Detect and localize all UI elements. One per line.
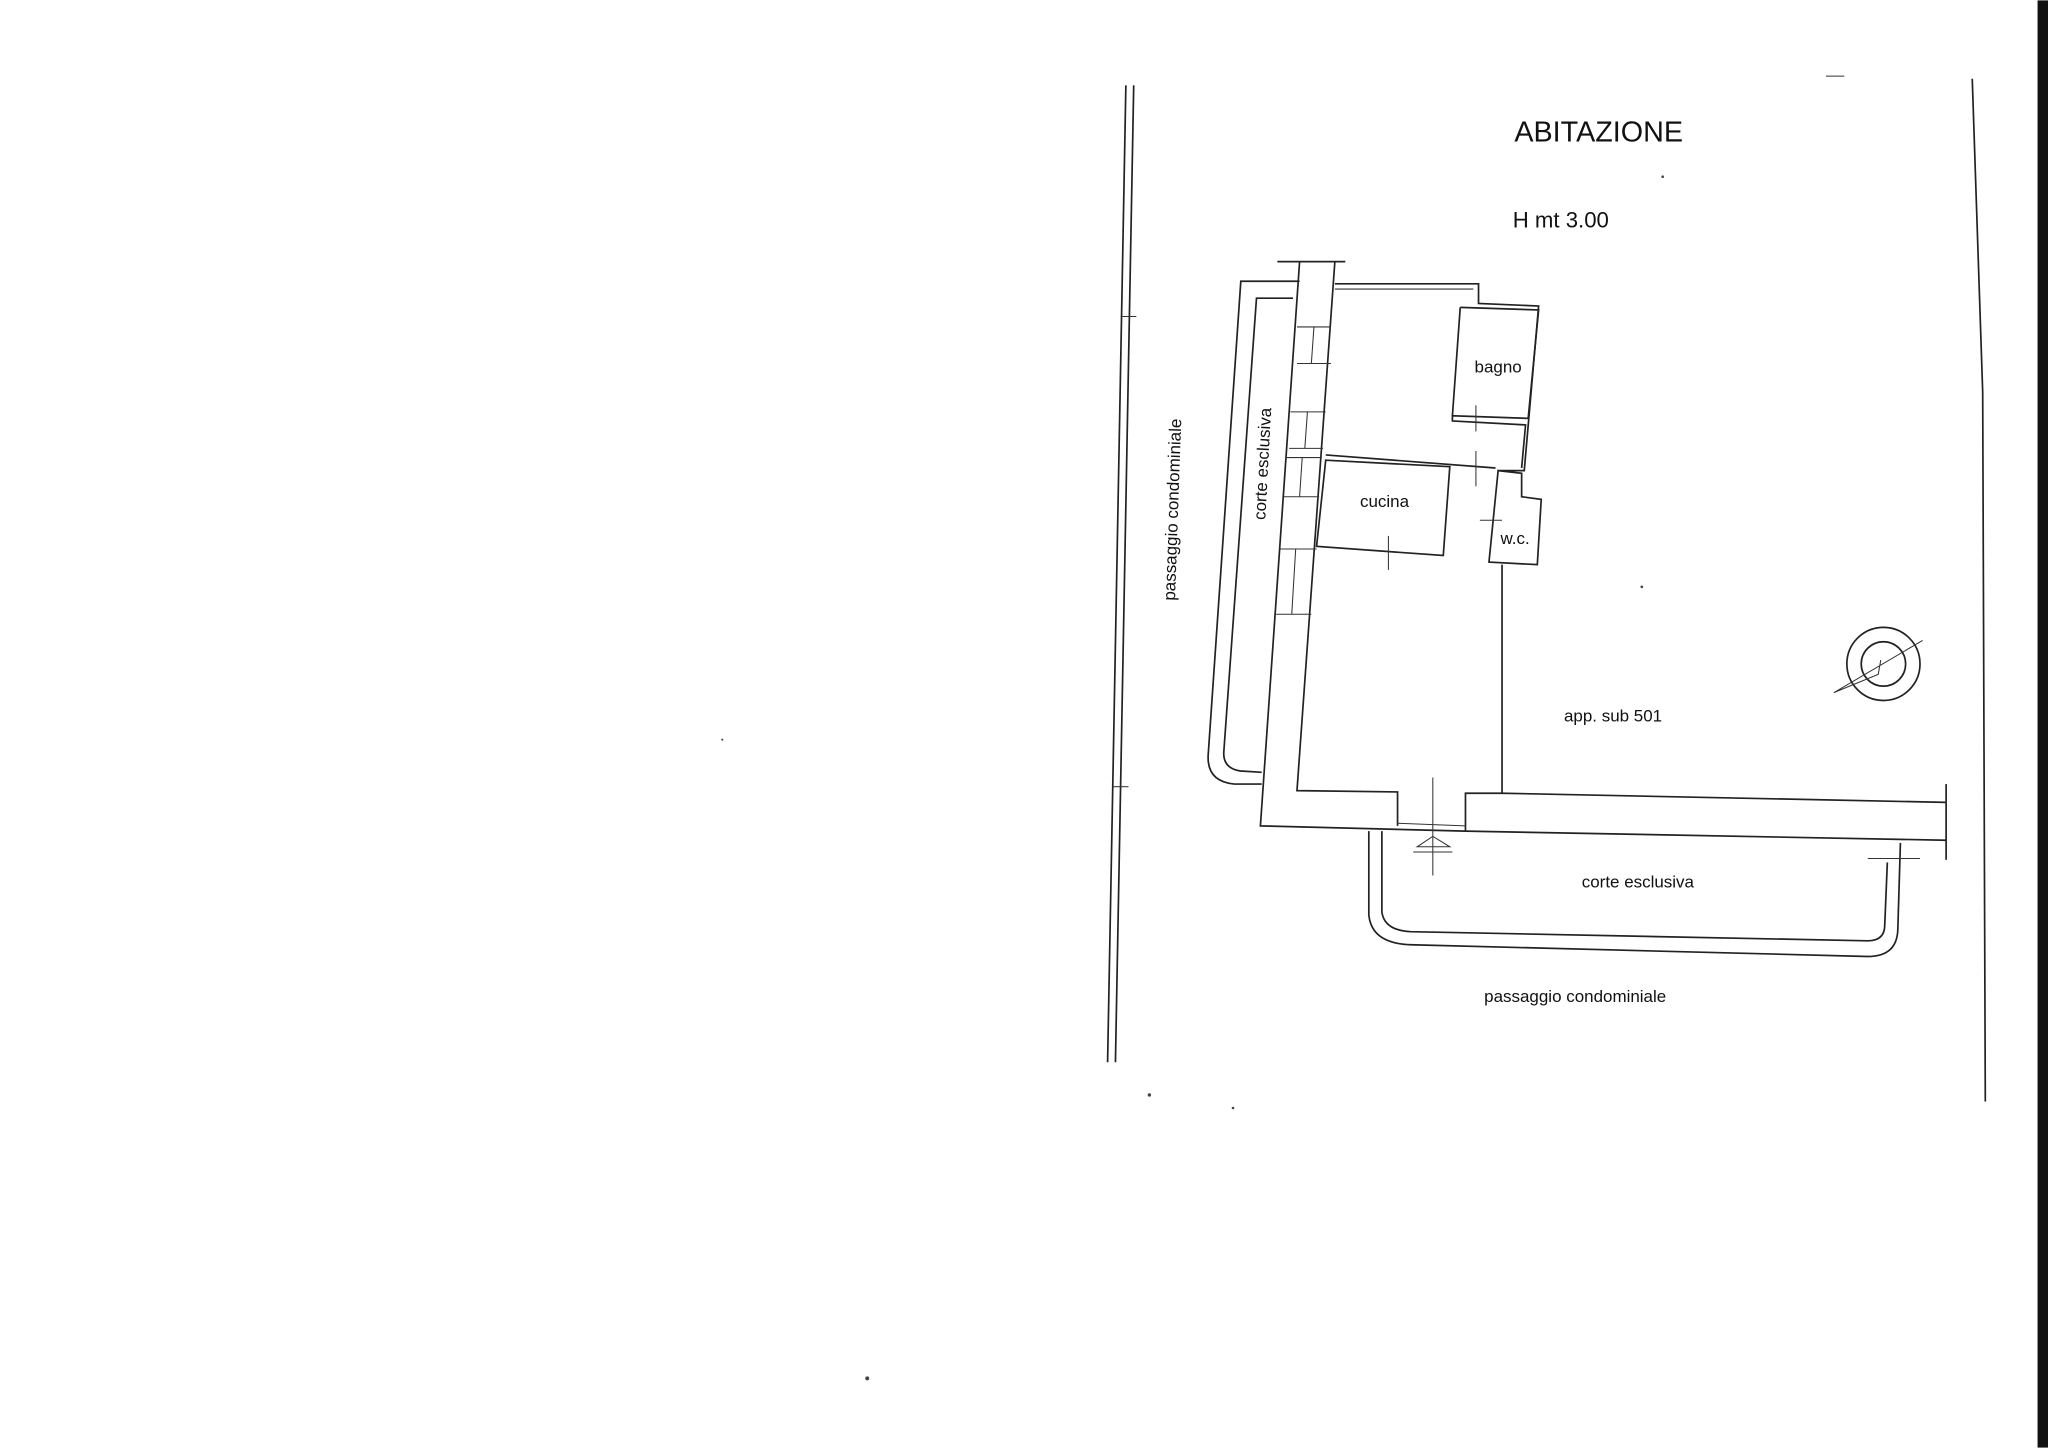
plan-title: ABITAZIONE: [1514, 116, 1683, 148]
property-boundary-left: [1106, 85, 1137, 1063]
label-adjacent-unit: app. sub 501: [1564, 706, 1662, 725]
courtyard-left-outline: [1207, 280, 1300, 785]
label-courtyard-left: corte esclusiva: [1250, 407, 1275, 521]
room-wc: w.c.: [1479, 469, 1543, 566]
ceiling-height: H mt 3.00: [1513, 208, 1609, 233]
room-label-kitchen: cucina: [1360, 492, 1410, 511]
scan-edge: [2037, 0, 2048, 1448]
label-passage-bottom: passaggio condominiale: [1484, 987, 1666, 1006]
room-label-wc: w.c.: [1499, 529, 1529, 548]
label-courtyard-bottom: corte esclusiva: [1582, 872, 1695, 891]
courtyard-bottom-outline: [1367, 831, 1920, 958]
scan-specks: [721, 175, 1664, 1381]
north-arrow-icon: [1833, 626, 1923, 702]
property-boundary-right: [1971, 78, 1987, 1102]
interior-partition: [1325, 454, 1496, 469]
room-kitchen: cucina: [1315, 459, 1451, 570]
building-walls: [1259, 260, 1947, 876]
room-label-bathroom: bagno: [1475, 358, 1522, 377]
label-passage-left: passaggio condominiale: [1160, 418, 1185, 601]
room-bathroom: bagno: [1451, 306, 1540, 469]
